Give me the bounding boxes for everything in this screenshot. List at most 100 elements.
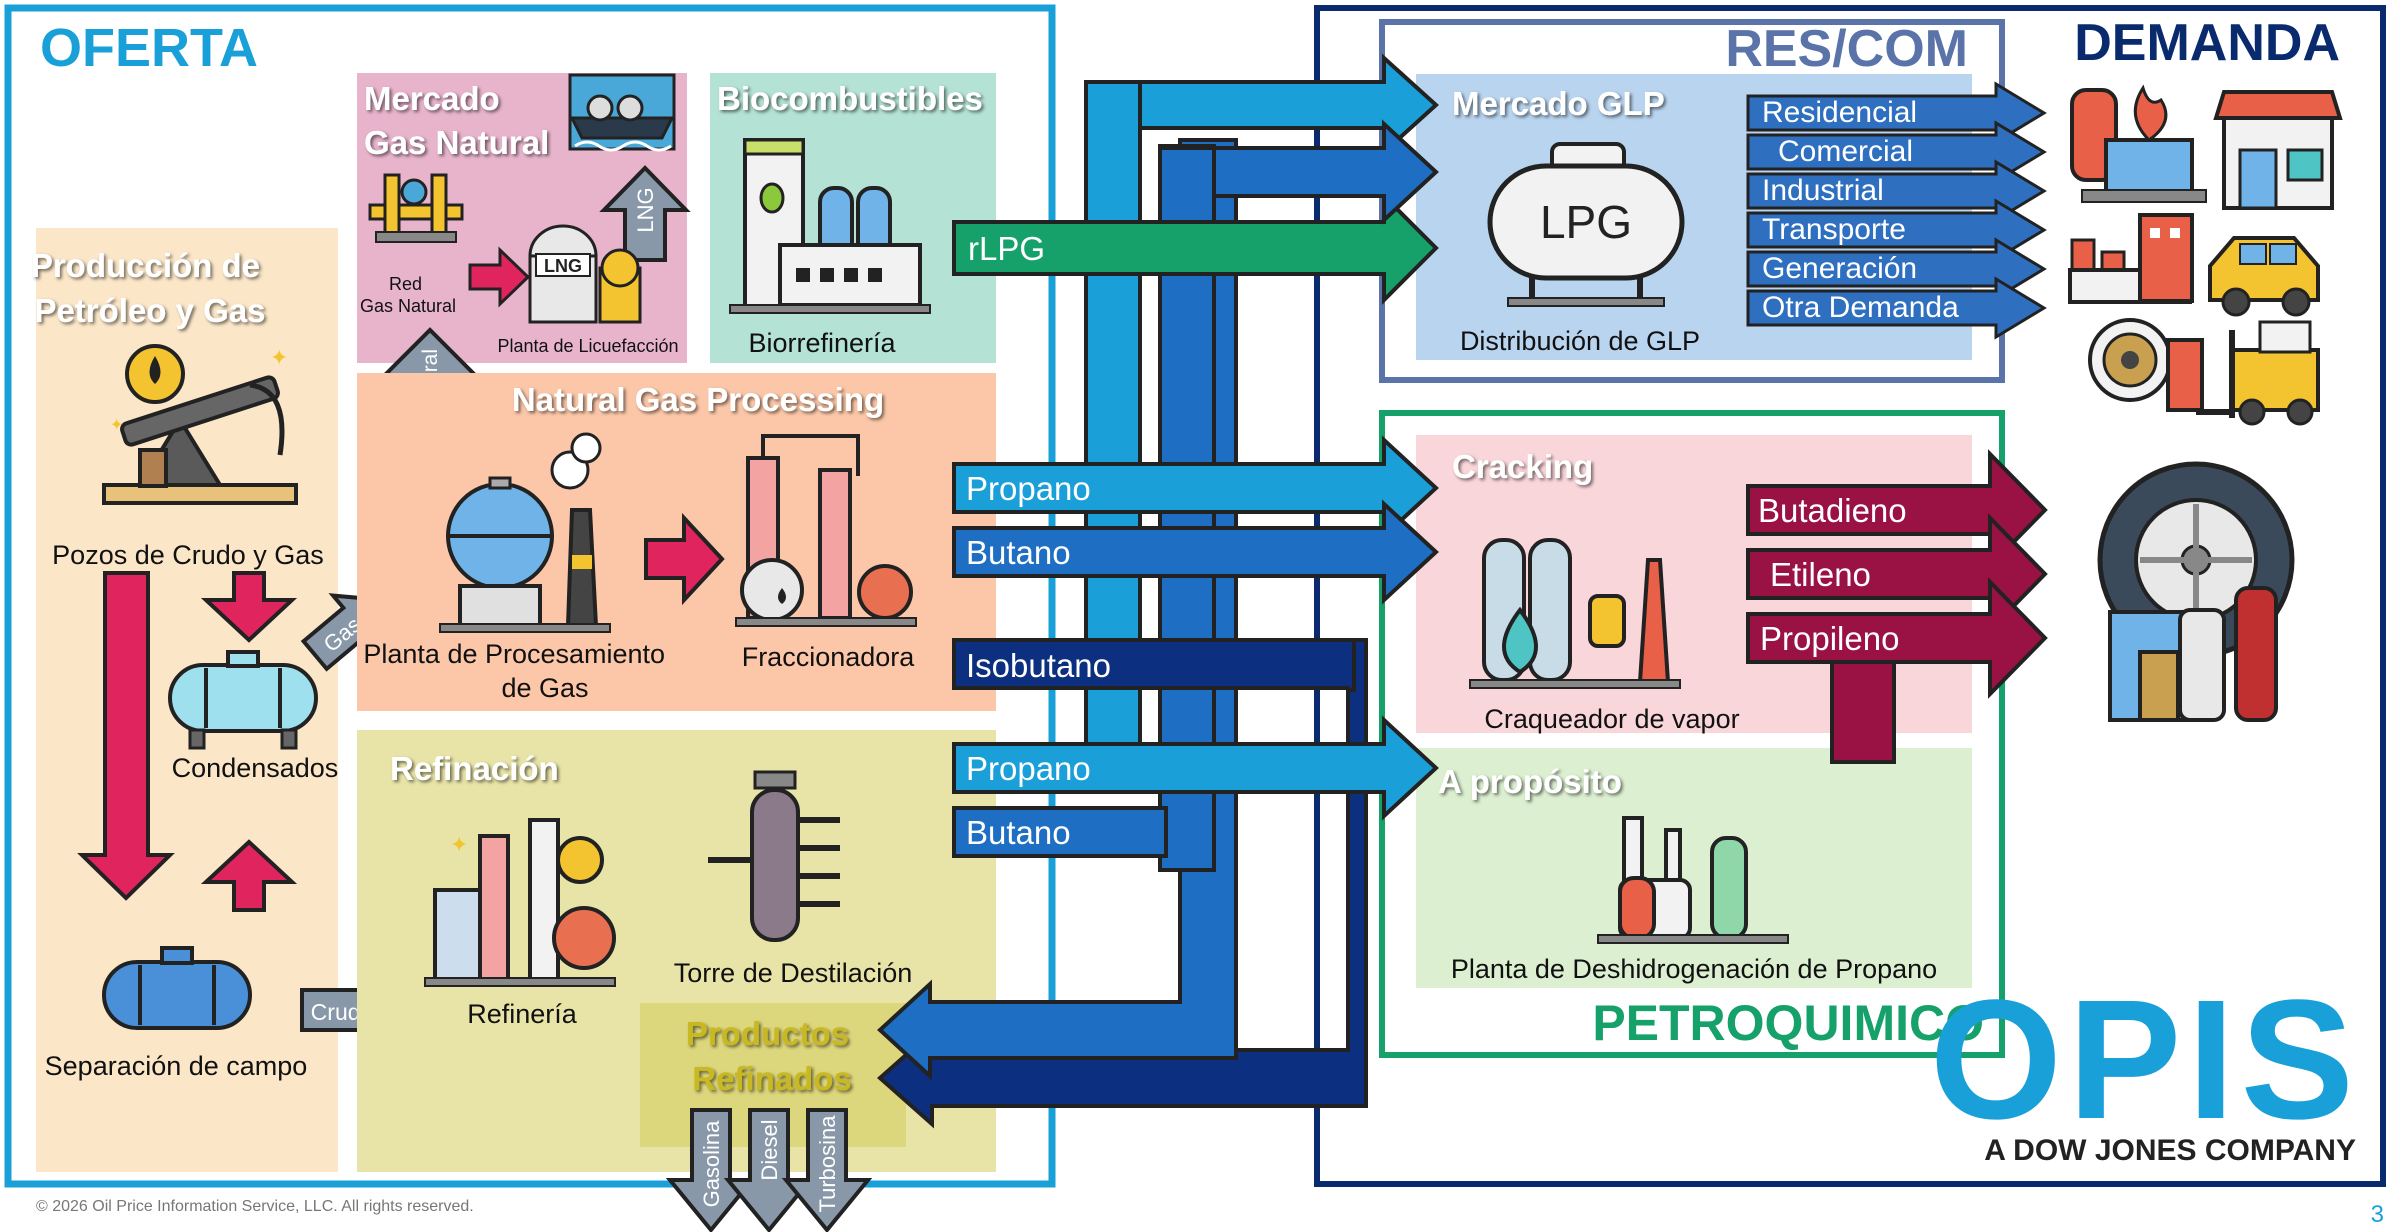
propylene-label: Propileno (1760, 620, 1899, 657)
rescom-title: RES/COM (1725, 20, 1968, 78)
gas-processing-title: Natural Gas Processing (512, 381, 884, 418)
sector-arrow-2 (1746, 159, 2047, 223)
propylene-down-stub (1830, 648, 1896, 764)
demand-title: DEMANDA (2074, 14, 2340, 72)
propane-arrow-1 (952, 435, 1439, 541)
biorefinery-label: Biorrefinería (748, 328, 896, 358)
lpg-feed-mid (1160, 119, 1439, 225)
gas-market-title-line2: Gas Natural (364, 124, 549, 161)
refined-products-line1: Productos (686, 1015, 849, 1052)
gas-network-label-line1: Red (389, 274, 422, 294)
condensates-label: Condensados (172, 753, 339, 783)
rlpg-label: rLPG (968, 230, 1045, 267)
gas-market-title: Mercado Gas Natural (364, 80, 549, 161)
refinery-label: Refinería (467, 999, 578, 1029)
store-icon (2213, 90, 2343, 210)
biofuels-title: Biocombustibles (717, 80, 983, 117)
refining-title: Refinación (390, 750, 559, 787)
refined-products-line2: Refinados (692, 1060, 852, 1097)
lng-up-arrow: LNG (599, 165, 691, 262)
ethylene-arrow: Etileno (1746, 513, 2048, 635)
gasoline-arrow (665, 1108, 757, 1232)
butane-label-1: Butano (966, 534, 1071, 571)
up-arrow-condensate (200, 839, 298, 912)
butadiene-arrow: Butadieno (1746, 449, 2048, 571)
refined-product-arrows: Gasolina Diesel Turbosina (665, 1108, 873, 1232)
pumpjack-icon: ✦ ✦ (102, 344, 298, 505)
propylene-arrow: Propileno (1746, 577, 2048, 699)
lng-arrow-label: LNG (633, 187, 658, 232)
pdh-plant-icon (1597, 816, 1789, 944)
gas-stove-icon (2070, 84, 2207, 203)
cracking-title: Cracking (1452, 448, 1593, 485)
gas-network-label-line2: Gas Natural (360, 296, 456, 316)
gas-plant-label: Planta de Procesamiento de Gas (363, 639, 672, 703)
condensate-tank-icon (168, 650, 318, 750)
isobutane-label: Isobutano (966, 647, 1111, 684)
factory-icon (2068, 213, 2194, 304)
forklift-icon (2196, 320, 2320, 426)
on-purpose-title: A propósito (1438, 763, 1622, 800)
field-separation-label: Separación de campo (45, 1051, 308, 1081)
propane-label-1: Propano (966, 470, 1091, 507)
sector-label-0: Residencial (1762, 96, 1917, 129)
lpg-market-title: Mercado GLP (1452, 85, 1665, 122)
lpg-tank-icon: LPG (1487, 142, 1685, 307)
butane-label-2: Butano (966, 814, 1071, 851)
down-arrow-condensate (200, 571, 298, 643)
production-title-line1: Producción de (31, 247, 260, 284)
sector-arrow-1 (1746, 120, 2047, 184)
sector-arrow-4 (1746, 237, 2047, 301)
down-arrow-long (77, 571, 175, 901)
svg-text:✦: ✦ (110, 417, 123, 434)
sector-label-3: Transporte (1762, 213, 1906, 246)
lng-ship-icon (568, 73, 676, 152)
liquefaction-lng-badge: LNG (544, 256, 582, 276)
sector-arrows: ResidencialComercialIndustrialTransporte… (1746, 81, 2047, 340)
ethylene-label: Etileno (1770, 556, 1871, 593)
butadiene-label: Butadieno (1758, 492, 1907, 529)
production-title-line2: Petróleo y Gas (34, 292, 265, 329)
fractionator-icon (735, 434, 917, 627)
distillation-tower-icon (708, 770, 840, 942)
opis-tagline: A DOW JONES COMPANY (1984, 1134, 2356, 1167)
svg-text:✦: ✦ (270, 345, 288, 370)
lpg-tank-badge: LPG (1540, 196, 1632, 248)
isobutane-arrow (952, 638, 1356, 692)
liquefaction-label: Planta de Licuefacción (497, 336, 678, 356)
gas-market-title-line1: Mercado (364, 80, 500, 117)
butane-arrow-2 (952, 806, 1168, 858)
demand-icons (2068, 84, 2343, 426)
lpg-distribution-label: Distribución de GLP (1460, 326, 1700, 356)
gas-network-label: Red Gas Natural (360, 274, 456, 316)
svg-text:✦: ✦ (450, 832, 468, 857)
gas-plant-label-line2: de Gas (501, 673, 588, 703)
flow-arrows: rLPG Propano Butano Isobutano Propano Bu… (876, 53, 1439, 1129)
page-number: 3 (2371, 1201, 2384, 1228)
gas-network-icon (368, 173, 464, 243)
refined-item-1: Diesel (757, 1119, 782, 1180)
pdh-label: Planta de Deshidrogenación de Propano (1451, 954, 1937, 984)
refined-products-title: Productos Refinados (686, 1015, 858, 1097)
fractionator-label: Fraccionadora (742, 642, 916, 672)
sector-label-1: Comercial (1778, 135, 1913, 168)
sector-label-2: Industrial (1762, 174, 1884, 207)
opis-logo: OPIS (1930, 965, 2360, 1155)
sector-arrow-3 (1746, 198, 2047, 262)
sector-arrow-5 (1746, 276, 2047, 340)
copyright: © 2026 Oil Price Information Service, LL… (36, 1198, 474, 1215)
refined-item-2: Turbosina (815, 1115, 840, 1213)
propane-label-2: Propano (966, 750, 1091, 787)
distillation-label: Torre de Destilación (674, 958, 913, 988)
gas-processing-plant-icon (439, 432, 611, 633)
refined-item-0: Gasolina (699, 1120, 724, 1208)
diesel-arrow (723, 1108, 815, 1232)
sector-arrow-0 (1746, 81, 2047, 145)
supply-title: OFERTA (40, 18, 258, 78)
on-purpose-box (1416, 748, 1972, 988)
gas-plant-label-line1: Planta de Procesamiento (363, 639, 665, 669)
biorefinery-icon (729, 138, 931, 314)
refinery-icon: ✦ (424, 818, 616, 987)
petrochemical-title: PETROQUIMICO (1592, 995, 1984, 1051)
turbine-icon (2088, 318, 2204, 412)
